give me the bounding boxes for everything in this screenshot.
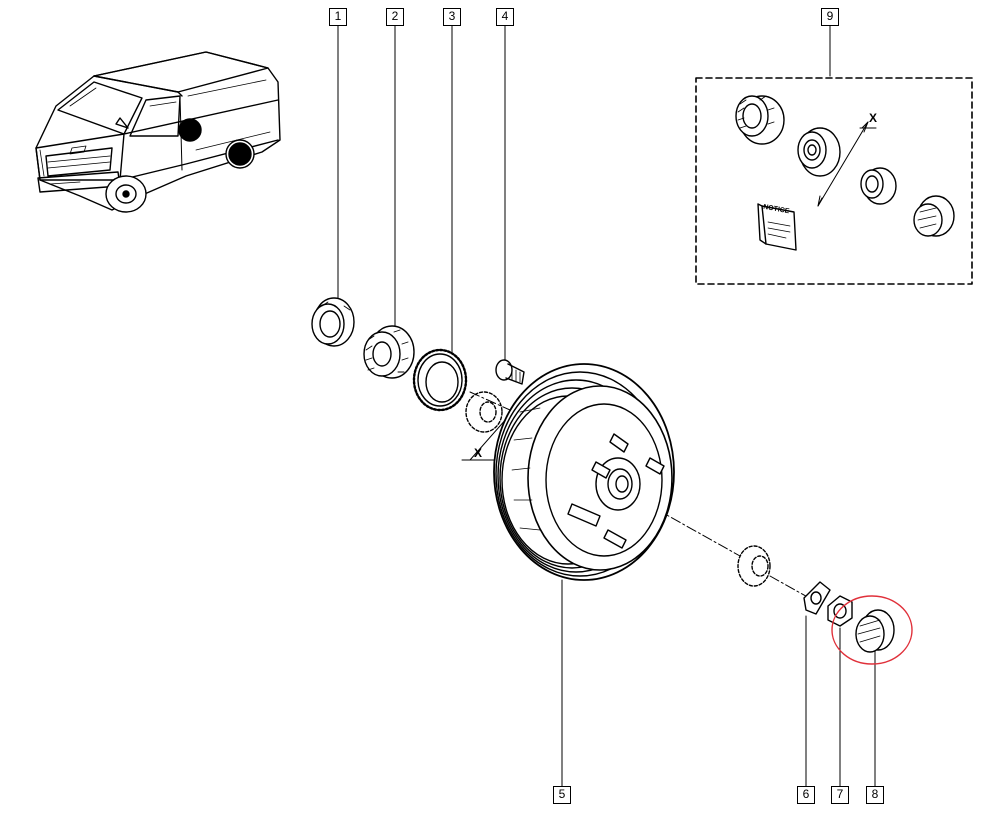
kit-roller-bearing bbox=[735, 95, 785, 145]
kit-dashed-frame bbox=[695, 77, 973, 285]
kit-hub-cap bbox=[913, 195, 955, 237]
leader-lines bbox=[337, 25, 876, 787]
kit-dimension-line bbox=[817, 121, 877, 207]
highlight-circle bbox=[831, 595, 913, 665]
kit-bearing-race bbox=[797, 127, 841, 177]
callout-9[interactable]: 9 bbox=[821, 8, 839, 26]
kit-leaflet bbox=[757, 203, 797, 251]
callout-5[interactable]: 5 bbox=[553, 786, 571, 804]
part-1-seal bbox=[311, 297, 355, 347]
callout-6[interactable]: 6 bbox=[797, 786, 815, 804]
kit-dimension-label: X bbox=[869, 111, 878, 125]
callout-3[interactable]: 3 bbox=[443, 8, 461, 26]
part-5-brake-drum bbox=[493, 363, 675, 581]
callout-2[interactable]: 2 bbox=[386, 8, 404, 26]
inner-race-dashed bbox=[465, 391, 503, 433]
part-4-wheel-stud bbox=[495, 359, 525, 385]
part-6-washer bbox=[803, 581, 831, 615]
callout-8[interactable]: 8 bbox=[866, 786, 884, 804]
kit-small-bearing bbox=[860, 167, 897, 205]
part-7-nut bbox=[827, 595, 853, 627]
callout-1[interactable]: 1 bbox=[329, 8, 347, 26]
part-3-abs-ring bbox=[412, 348, 468, 412]
callout-7[interactable]: 7 bbox=[831, 786, 849, 804]
callout-4[interactable]: 4 bbox=[496, 8, 514, 26]
dimension-label: X bbox=[474, 446, 483, 460]
part-2-roller-bearing bbox=[363, 325, 415, 379]
bearing-kit bbox=[695, 77, 973, 285]
part-8-hub-cap bbox=[855, 609, 895, 653]
van-illustration bbox=[35, 51, 281, 213]
outer-bearing-dashed bbox=[737, 545, 771, 587]
